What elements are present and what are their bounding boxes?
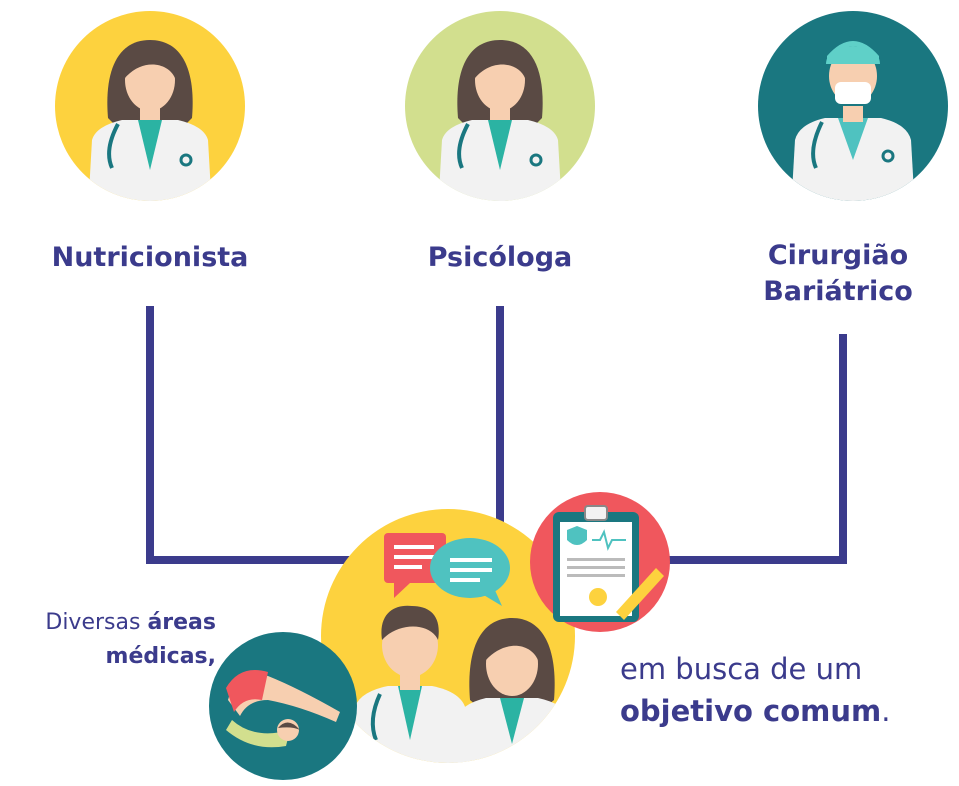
caption-left: Diversas áreas médicas,	[6, 606, 216, 674]
role-label-line: Cirurgião	[767, 240, 909, 271]
role-label-cirurgiao: Cirurgião Bariátrico	[723, 238, 953, 310]
caption-left-bold-2: médicas	[105, 644, 208, 669]
caption-left-bold: áreas	[147, 610, 216, 635]
role-label-line: Psicóloga	[427, 242, 573, 273]
cirurgiao-avatar	[758, 11, 948, 201]
role-label-line: Bariátrico	[763, 276, 913, 307]
role-label-nutricionista: Nutricionista	[20, 240, 280, 276]
clipboard-icon	[530, 492, 670, 632]
caption-right: em busca de um objetivo comum.	[620, 648, 956, 732]
yoga-illustration	[209, 632, 357, 780]
connector-lines	[146, 306, 847, 564]
caption-right-period: .	[881, 694, 891, 728]
role-label-psicologa: Psicóloga	[370, 240, 630, 276]
nutricionista-avatar	[55, 11, 245, 201]
caption-left-comma: ,	[207, 644, 216, 669]
caption-left-text: Diversas	[45, 610, 148, 635]
caption-right-bold: objetivo comum	[620, 694, 882, 728]
psicologa-avatar	[405, 11, 595, 201]
role-label-line: Nutricionista	[51, 242, 249, 273]
caption-right-line1: em busca de um	[620, 652, 863, 686]
